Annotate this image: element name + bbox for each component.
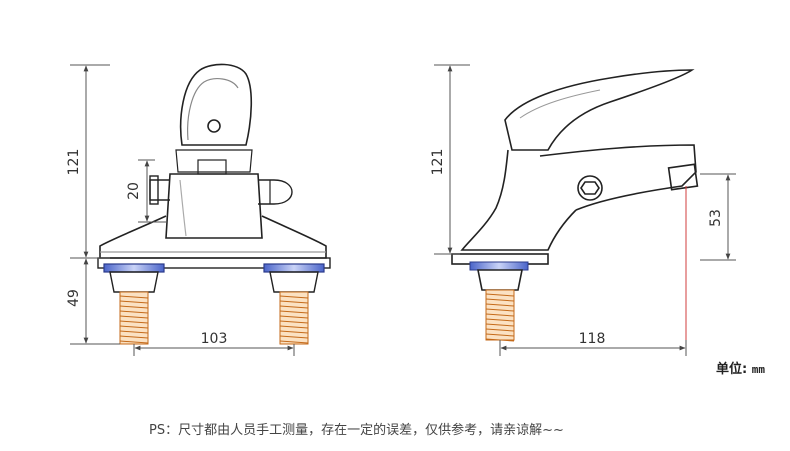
thread-ridge [485,313,515,317]
side-body [460,149,577,251]
front-body [165,173,263,239]
front-right-knob [258,179,293,205]
thread-ridge [485,298,515,302]
unit-label: 单位: mm [716,358,765,377]
thread-ridge [485,303,515,307]
thread-ridge [119,335,149,339]
thread-ridge [485,308,515,312]
dim-side-spout-height: 53 [708,209,724,227]
thread-ridge [485,293,515,297]
thread-ridge [119,315,149,319]
front-handle-screw [207,119,221,133]
thread-ridge [279,320,309,324]
thread-ridge [279,295,309,299]
front-left-gasket [103,263,165,273]
dim-front-base-height: 49 [66,289,82,307]
front-left-knob [149,179,170,201]
thread-ridge [279,335,309,339]
thread-ridge [485,333,515,337]
thread-ridge [119,325,149,329]
thread-ridge [485,328,515,332]
thread-ridge [119,330,149,334]
thread-ridge [279,305,309,309]
unit-value: mm [751,363,765,376]
side-thread [485,289,515,342]
side-hex-screw [577,175,603,201]
dim-side-height: 121 [430,149,446,176]
dim-front-inlet-height: 20 [126,182,142,200]
thread-ridge [119,310,149,314]
thread-ridge [119,305,149,309]
thread-ridge [279,325,309,329]
side-view [451,69,699,342]
front-handle [179,63,253,146]
thread-ridge [279,315,309,319]
thread-ridge [279,300,309,304]
side-handle [504,69,695,151]
thread-ridge [119,320,149,324]
thread-ridge [279,340,309,344]
disclaimer-note: PS：尺寸都由人员手工测量，存在一定的误差，仅供参考，请亲谅解~~ [149,423,564,438]
thread-ridge [485,318,515,322]
unit-label-text: 单位: [716,362,748,377]
front-right-gasket [263,263,325,273]
dim-side-depth: 118 [579,331,606,347]
dim-front-height: 121 [66,149,82,176]
side-gasket [469,261,529,271]
thread-ridge [279,310,309,314]
thread-ridge [119,300,149,304]
front-view [97,63,331,345]
thread-ridge [279,330,309,334]
front-left-thread [119,291,149,345]
front-right-thread [279,291,309,345]
dim-front-width: 103 [201,331,228,347]
thread-ridge [485,323,515,327]
side-spout [539,144,697,211]
thread-ridge [119,295,149,299]
dimension-lines [70,64,736,356]
thread-ridge [119,340,149,344]
front-mount-plate [97,257,331,269]
